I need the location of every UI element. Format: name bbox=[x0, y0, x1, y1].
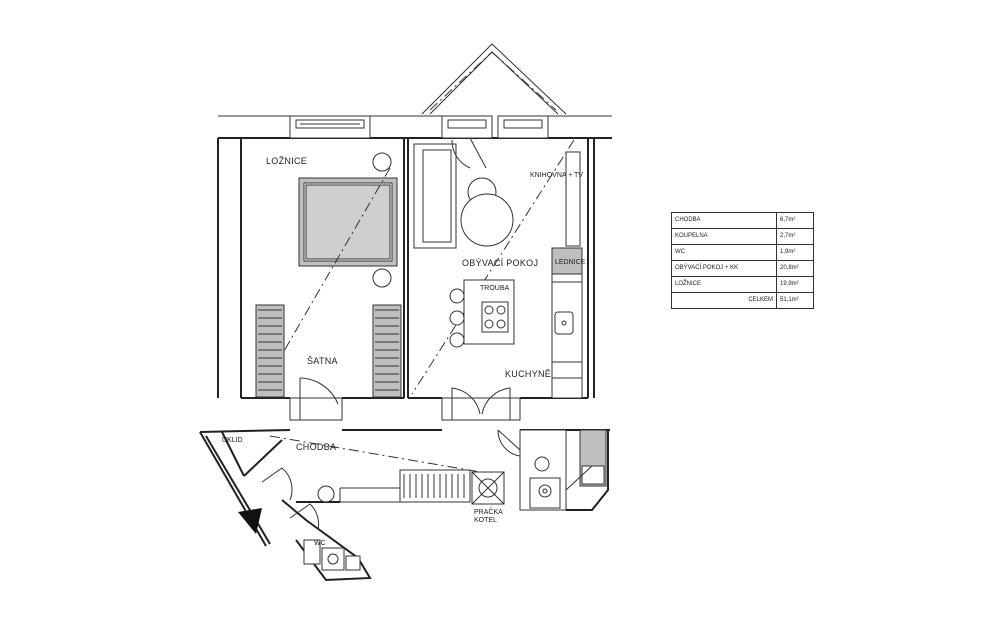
table-row: CHODBA 6,7m² bbox=[671, 212, 814, 229]
bay-window bbox=[421, 43, 567, 115]
corridor-cabinet bbox=[399, 469, 471, 503]
label-pracka: PRAČKA bbox=[474, 507, 503, 516]
tv-shelf bbox=[565, 151, 581, 247]
room-label-obyvaci: OBÝVACÍ POKOJ bbox=[462, 258, 538, 268]
label-kotel: KOTEL bbox=[474, 517, 497, 524]
area-name: KOUPELNA bbox=[671, 228, 777, 245]
table-row-total: CELKEM 51,1m² bbox=[671, 292, 814, 309]
room-label-loznice: LOŽNICE bbox=[266, 156, 307, 166]
wc-room bbox=[281, 499, 372, 582]
window-bedroom bbox=[289, 115, 371, 139]
label-lednice: LEDNICE bbox=[555, 259, 586, 266]
total-value: 51,1m² bbox=[776, 292, 814, 309]
bathroom bbox=[497, 429, 609, 511]
room-label-satna: ŠATNA bbox=[307, 356, 338, 366]
area-name: WC bbox=[671, 244, 777, 261]
sofa bbox=[413, 143, 457, 249]
stool-icon bbox=[449, 332, 465, 348]
bed bbox=[298, 177, 398, 267]
stool-icon bbox=[449, 288, 465, 304]
table-row: OBÝVACÍ POKOJ + KK 20,8m² bbox=[671, 260, 814, 277]
table-row: WC 1,9m² bbox=[671, 244, 814, 261]
entrance-door bbox=[261, 467, 293, 501]
label-trouba: TROUBA bbox=[480, 285, 510, 292]
label-uklid: ÚKLID bbox=[222, 435, 243, 444]
window-living-1 bbox=[441, 115, 493, 139]
table-row: KOUPELNA 2,7m² bbox=[671, 228, 814, 245]
window-living-2 bbox=[497, 115, 549, 139]
kitchen-counter bbox=[551, 247, 583, 399]
washing-machine bbox=[471, 471, 505, 505]
total-label: CELKEM bbox=[671, 292, 777, 309]
room-label-wc: WC bbox=[314, 540, 326, 547]
door-bedroom bbox=[289, 377, 343, 421]
area-value: 1,9m² bbox=[776, 244, 814, 261]
diagonal-dimension bbox=[257, 167, 391, 397]
kitchen-island bbox=[463, 279, 515, 345]
door-living bbox=[441, 387, 521, 421]
room-label-chodba: CHODBA bbox=[296, 442, 336, 452]
wardrobe-right bbox=[372, 304, 402, 398]
lamp-icon bbox=[372, 152, 392, 172]
stool-icon bbox=[449, 310, 465, 326]
coffee-table bbox=[460, 193, 514, 247]
area-value: 2,7m² bbox=[776, 228, 814, 245]
area-value: 20,8m² bbox=[776, 260, 814, 277]
room-label-kuchyne: KUCHYNĚ bbox=[505, 369, 551, 379]
area-name: OBÝVACÍ POKOJ + KK bbox=[671, 260, 777, 277]
lamp-icon bbox=[372, 268, 392, 288]
wardrobe-left bbox=[255, 304, 285, 398]
area-value: 19,9m² bbox=[776, 276, 814, 293]
area-name: CHODBA bbox=[671, 212, 777, 229]
area-value: 6,7m² bbox=[776, 212, 814, 229]
label-knihovna: KNIHOVNA + TV bbox=[530, 172, 583, 179]
living-door-swing bbox=[451, 137, 487, 169]
ceiling-light-icon bbox=[317, 485, 335, 503]
table-row: LOŽNICE 19,9m² bbox=[671, 276, 814, 293]
area-name: LOŽNICE bbox=[671, 276, 777, 293]
entrance-arrow-icon bbox=[238, 508, 262, 534]
area-table: CHODBA 6,7m² KOUPELNA 2,7m² WC 1,9m² OBÝ… bbox=[671, 212, 814, 309]
